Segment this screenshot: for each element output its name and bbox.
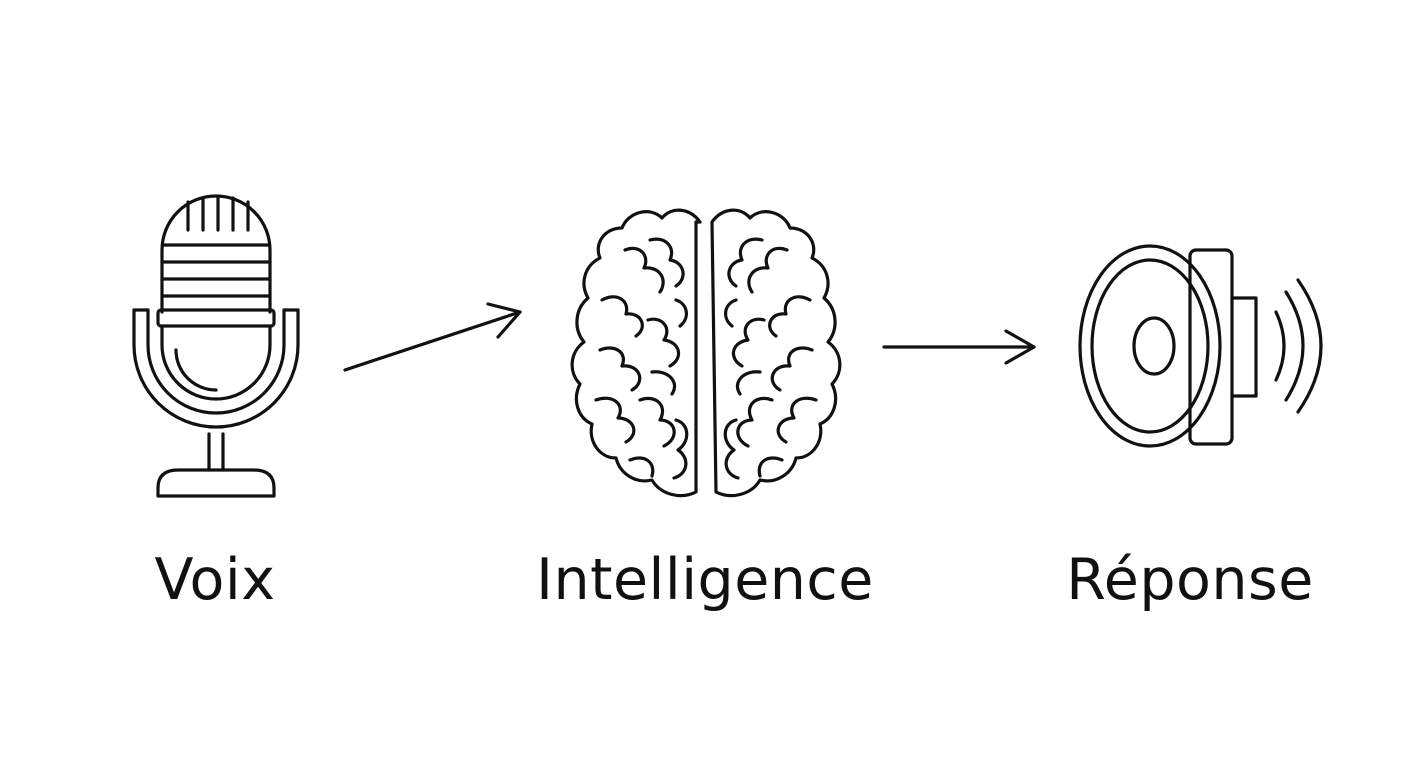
label-reponse: Réponse: [1066, 547, 1314, 613]
arrow-voix-to-intelligence: [343, 302, 522, 372]
speaker-icon: [1078, 244, 1323, 448]
arrow-intelligence-to-reponse: [882, 329, 1036, 365]
microphone-icon: [132, 194, 300, 498]
label-voix: Voix: [154, 547, 276, 613]
label-intelligence: Intelligence: [536, 547, 874, 613]
brain-icon: [570, 208, 842, 498]
